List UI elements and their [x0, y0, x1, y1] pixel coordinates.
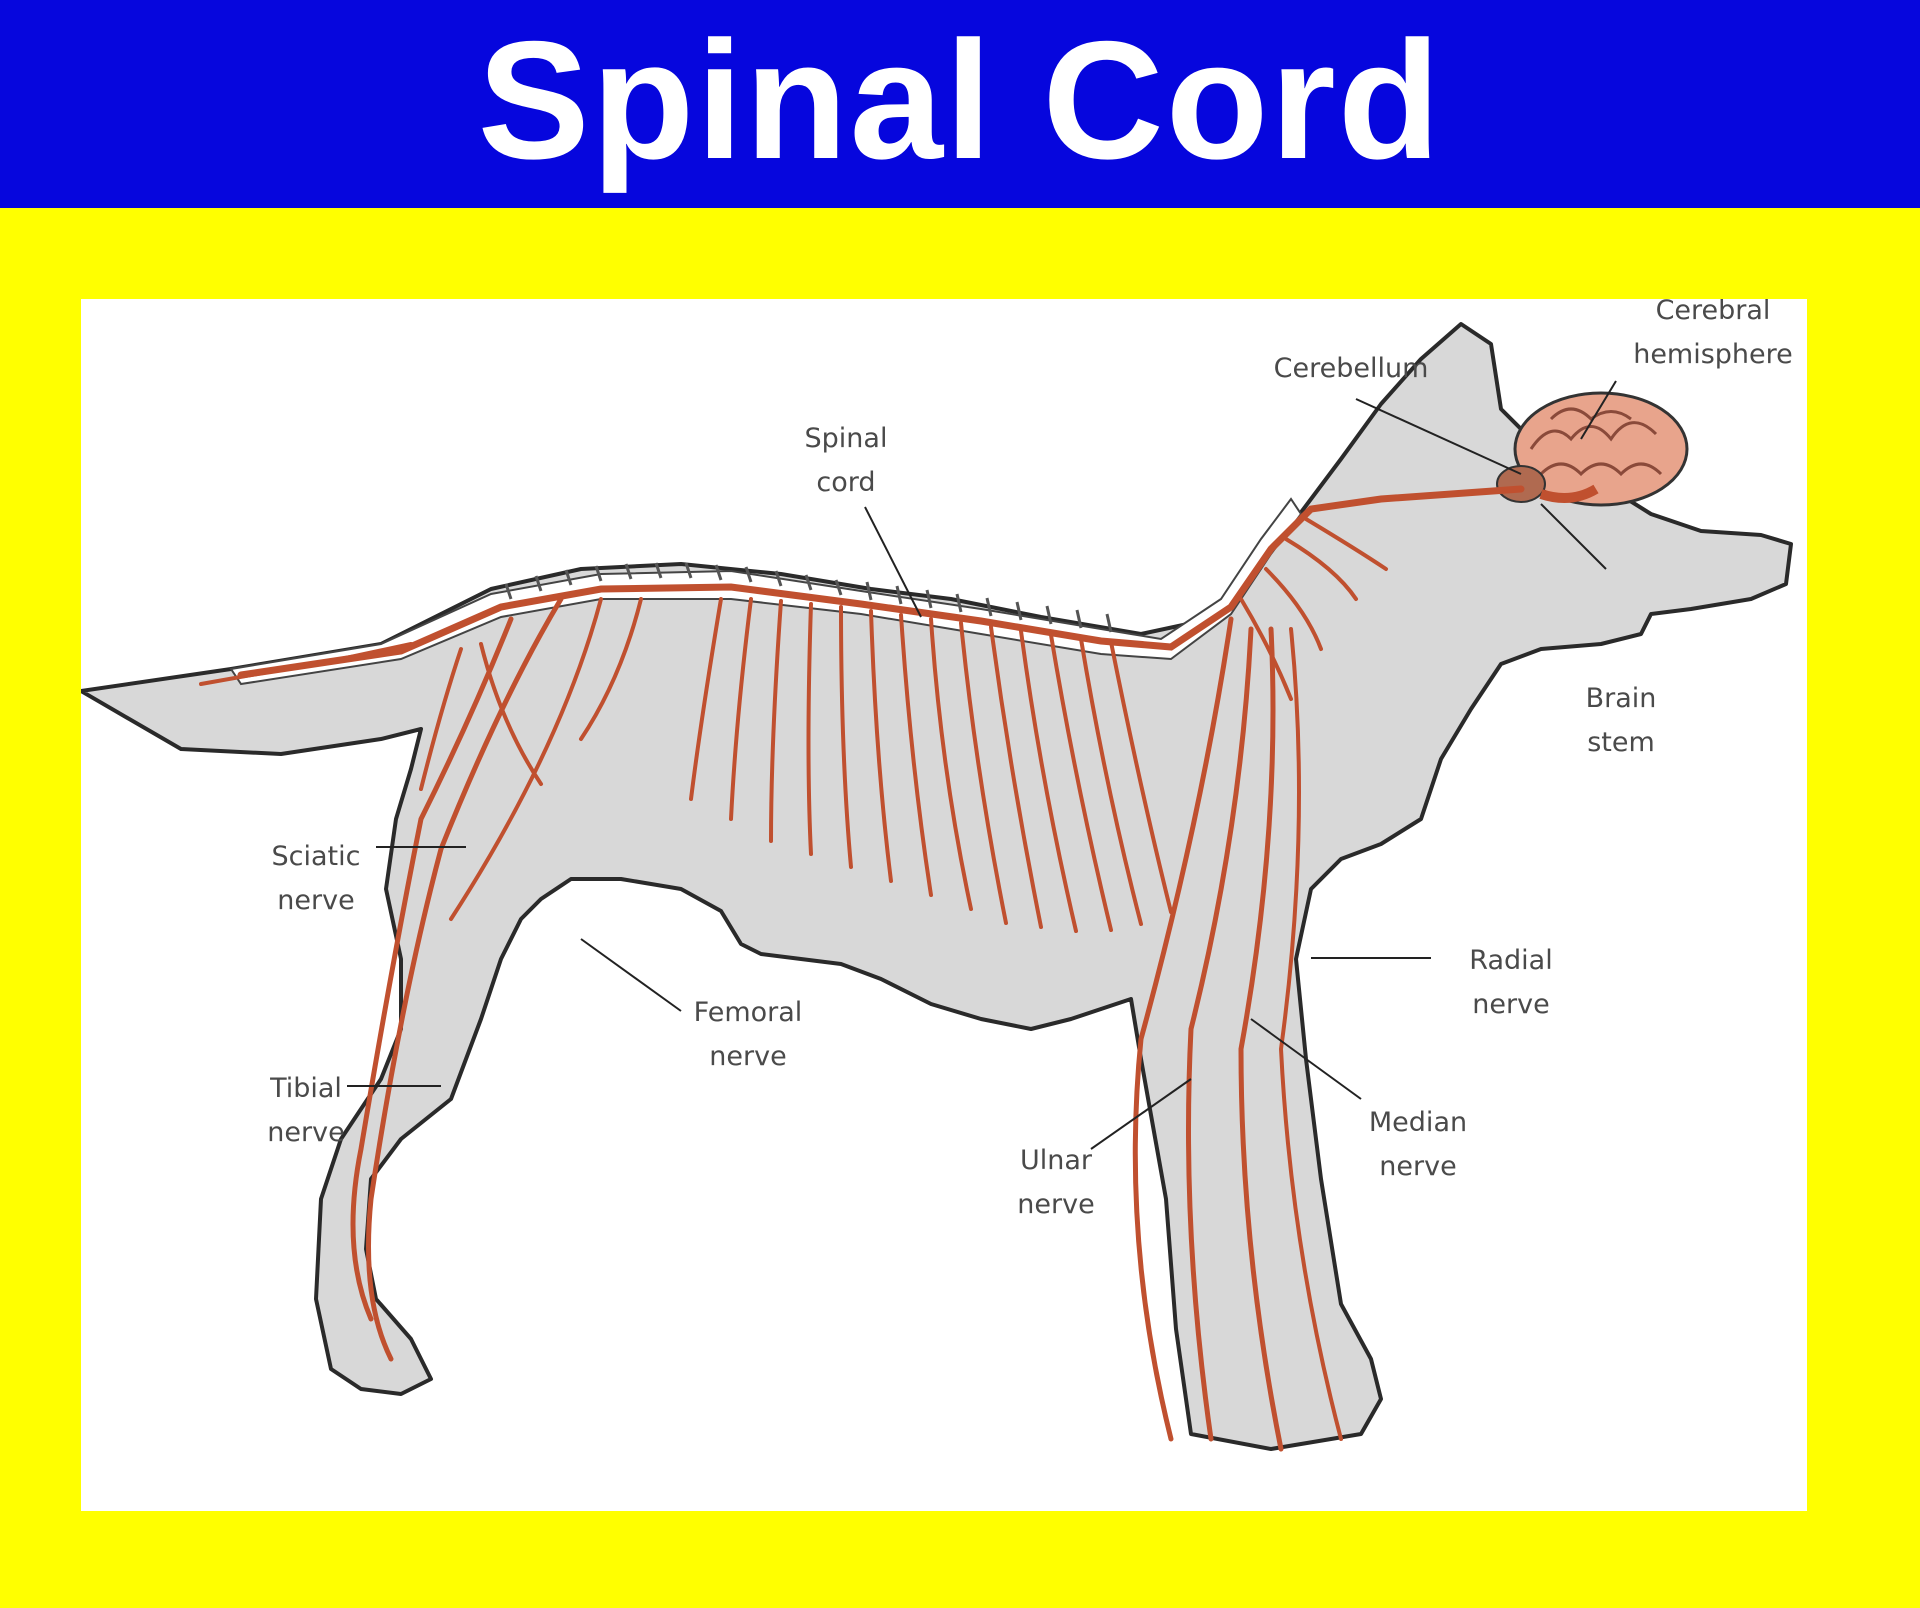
page-title: Spinal Cord [477, 6, 1443, 194]
nerves [199, 485, 1525, 1452]
label-spinal-cord: Spinal cord [804, 423, 888, 498]
label-cerebellum: Cerebellum [1273, 353, 1429, 384]
cerebellum-shape [1496, 465, 1546, 503]
label-median-nerve: Median nerve [1368, 1107, 1468, 1182]
vertebra-spines [504, 562, 1113, 633]
label-sciatic-nerve: Sciatic nerve [271, 841, 361, 916]
leader-lines [347, 380, 1617, 1150]
title-bar: Spinal Cord [0, 0, 1920, 208]
brain-stem-shape [1539, 484, 1599, 503]
label-brain-stem: Brain stem [1585, 683, 1657, 758]
label-tibial-nerve: Tibial nerve [267, 1073, 345, 1148]
spinal-cord-line [237, 485, 1525, 679]
label-cerebral-hemisphere: Cerebral hemisphere [1633, 299, 1793, 370]
brain [1496, 391, 1689, 507]
dog-illustration [81, 322, 1793, 1452]
label-radial-nerve: Radial nerve [1469, 945, 1553, 1020]
label-femoral-nerve: Femoral nerve [693, 997, 803, 1072]
label-ulnar-nerve: Ulnar nerve [1017, 1145, 1095, 1220]
dog-nervous-system-figure: Cerebral hemisphere Cerebellum Spinal co… [81, 299, 1807, 1511]
